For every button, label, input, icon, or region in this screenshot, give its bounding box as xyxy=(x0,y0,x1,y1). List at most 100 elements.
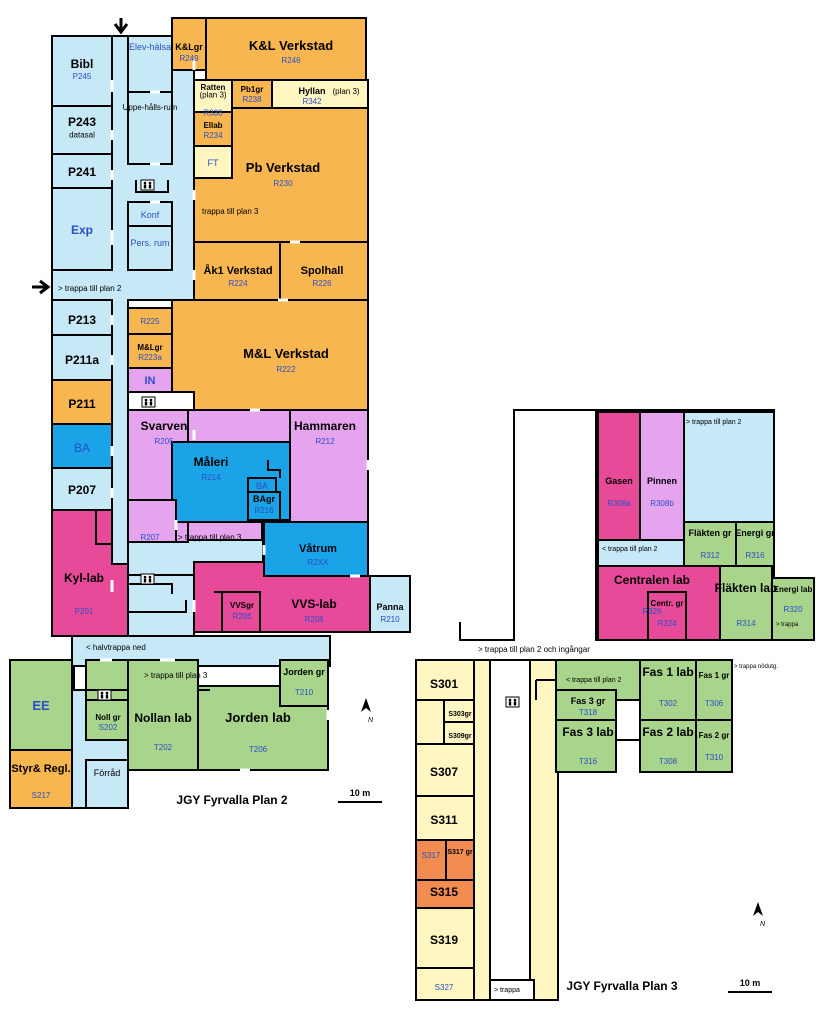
svg-text:N: N xyxy=(368,717,374,724)
klverkstad-name: K&L Verkstad xyxy=(249,38,333,53)
centrgr-code: R324 xyxy=(657,619,677,628)
room-styr xyxy=(9,749,73,809)
room-trappa-mid xyxy=(597,539,685,567)
pb1gr-code: R238 xyxy=(242,95,262,104)
fas3gr-code: T318 xyxy=(579,708,598,717)
room-shapes xyxy=(9,17,815,1001)
room-p211a xyxy=(51,334,113,381)
room-flaktengr xyxy=(683,521,737,567)
panna-name: Panna xyxy=(376,602,404,612)
centralen-name: Centralen lab xyxy=(614,573,690,587)
room-r225 xyxy=(127,307,173,335)
nollgr-name: Noll gr xyxy=(95,713,120,722)
stairs-p2: > trappa till plan 2 xyxy=(58,284,122,293)
flaktengr-code: R312 xyxy=(700,551,720,560)
ak1-name: Åk1 Verkstad xyxy=(203,264,272,277)
gasen-code: R308a xyxy=(607,499,631,508)
vvslab-code: R208 xyxy=(304,615,324,624)
room-exp xyxy=(51,187,113,271)
energigr-code: R316 xyxy=(745,551,765,560)
p3-stairs-bottom: > trappa xyxy=(494,987,520,994)
nollan-code: T202 xyxy=(154,743,173,752)
ratten-code: R338 xyxy=(203,109,223,118)
fas2gr-name: Fas 2 gr xyxy=(699,731,730,740)
plan-details: NN xyxy=(32,18,772,993)
pinnen-name: Pinnen xyxy=(647,476,677,486)
half-stairs: < halvtrappa ned xyxy=(86,643,146,652)
p3-entry: > trappa till plan 2 och ingångar xyxy=(478,645,590,654)
r225-code: R225 xyxy=(140,317,160,326)
room-s319 xyxy=(415,907,475,969)
exp-name: Exp xyxy=(71,223,93,237)
vatrum-name: Våtrum xyxy=(299,543,337,555)
room-p243 xyxy=(51,105,113,155)
room-s301 xyxy=(415,659,475,701)
forrad-name: Förråd xyxy=(94,768,121,778)
maleri-name: Måleri xyxy=(194,455,229,469)
mlgr-code: R223a xyxy=(138,353,162,362)
gasen-name: Gasen xyxy=(605,476,633,486)
room-jordengr xyxy=(279,659,329,707)
toilet-icon xyxy=(140,573,155,585)
energilab-code: R320 xyxy=(783,605,803,614)
p243-name: P243 xyxy=(68,115,96,129)
flaktenlab-code: R314 xyxy=(736,619,756,628)
room-s317 xyxy=(415,839,447,881)
p211-name: P211 xyxy=(68,397,96,411)
mlverkstad-name: M&L Verkstad xyxy=(243,346,329,361)
room-fas3gr xyxy=(555,689,617,721)
s319-name: S319 xyxy=(430,933,458,947)
bagr-code: R216 xyxy=(254,506,274,515)
scale-label: 10 m xyxy=(350,788,371,798)
p241-name: P241 xyxy=(68,165,96,179)
pb-stairs: trappa till plan 3 xyxy=(202,207,259,216)
fas3gr-name: Fas 3 gr xyxy=(571,696,606,706)
jordengr-name: Jorden gr xyxy=(283,667,325,677)
p207-name: P207 xyxy=(68,483,96,497)
toilet-icon xyxy=(141,396,156,408)
hyllan-sub: (plan 3) xyxy=(332,87,359,96)
p3-stairs-top: > trappa till plan 2 xyxy=(686,419,742,426)
s301-name: S301 xyxy=(430,677,458,691)
kyllab-name: Kyl-lab xyxy=(64,571,104,585)
fas3lab-name: Fas 3 lab xyxy=(562,725,613,739)
ratten-sub: (plan 3) xyxy=(199,91,226,100)
room-uppehall xyxy=(127,91,173,165)
vvsgr-name: VVSgr xyxy=(230,601,254,610)
vvsgr-code: R206 xyxy=(232,612,252,621)
hyllan-code: R342 xyxy=(302,97,322,106)
jordenlab-code: T206 xyxy=(249,745,268,754)
north-arrow-icon: N xyxy=(361,698,374,724)
fas1lab-name: Fas 1 lab xyxy=(642,665,693,679)
centrgr-name: Centr. gr xyxy=(651,599,684,608)
wall xyxy=(267,460,281,478)
jordenlab-name: Jorden lab xyxy=(225,710,291,725)
fas1gr-code: T306 xyxy=(705,699,724,708)
room-corner xyxy=(683,411,775,523)
p211a-name: P211a xyxy=(65,353,99,367)
room-fas2gr xyxy=(695,719,733,773)
s317-name: S317 xyxy=(422,851,441,860)
toilet-icon xyxy=(97,689,112,701)
room-ee xyxy=(9,659,73,751)
entry-arrow-icon xyxy=(32,279,51,295)
ft-name: FT xyxy=(208,158,219,168)
ratten-name: Ratten xyxy=(201,83,226,92)
kyllab-code: P201 xyxy=(75,607,94,616)
room-p213 xyxy=(51,299,113,336)
room-s317gr xyxy=(445,839,475,881)
room-s307 xyxy=(415,743,475,797)
pinnen-code: R308b xyxy=(650,499,674,508)
wall xyxy=(128,600,187,613)
north-arrow-icon: N xyxy=(753,902,766,928)
ak1-code: R224 xyxy=(228,279,248,288)
p3-energi-stairs: > trappa xyxy=(776,622,799,628)
maleri-code: R214 xyxy=(201,473,221,482)
room-energilab xyxy=(771,577,815,641)
bibl-name: Bibl xyxy=(71,57,94,71)
room-fas1gr xyxy=(695,659,733,721)
room-fas2lab xyxy=(639,719,697,773)
wall xyxy=(616,739,641,760)
s309gr-name: S309gr xyxy=(448,733,472,740)
